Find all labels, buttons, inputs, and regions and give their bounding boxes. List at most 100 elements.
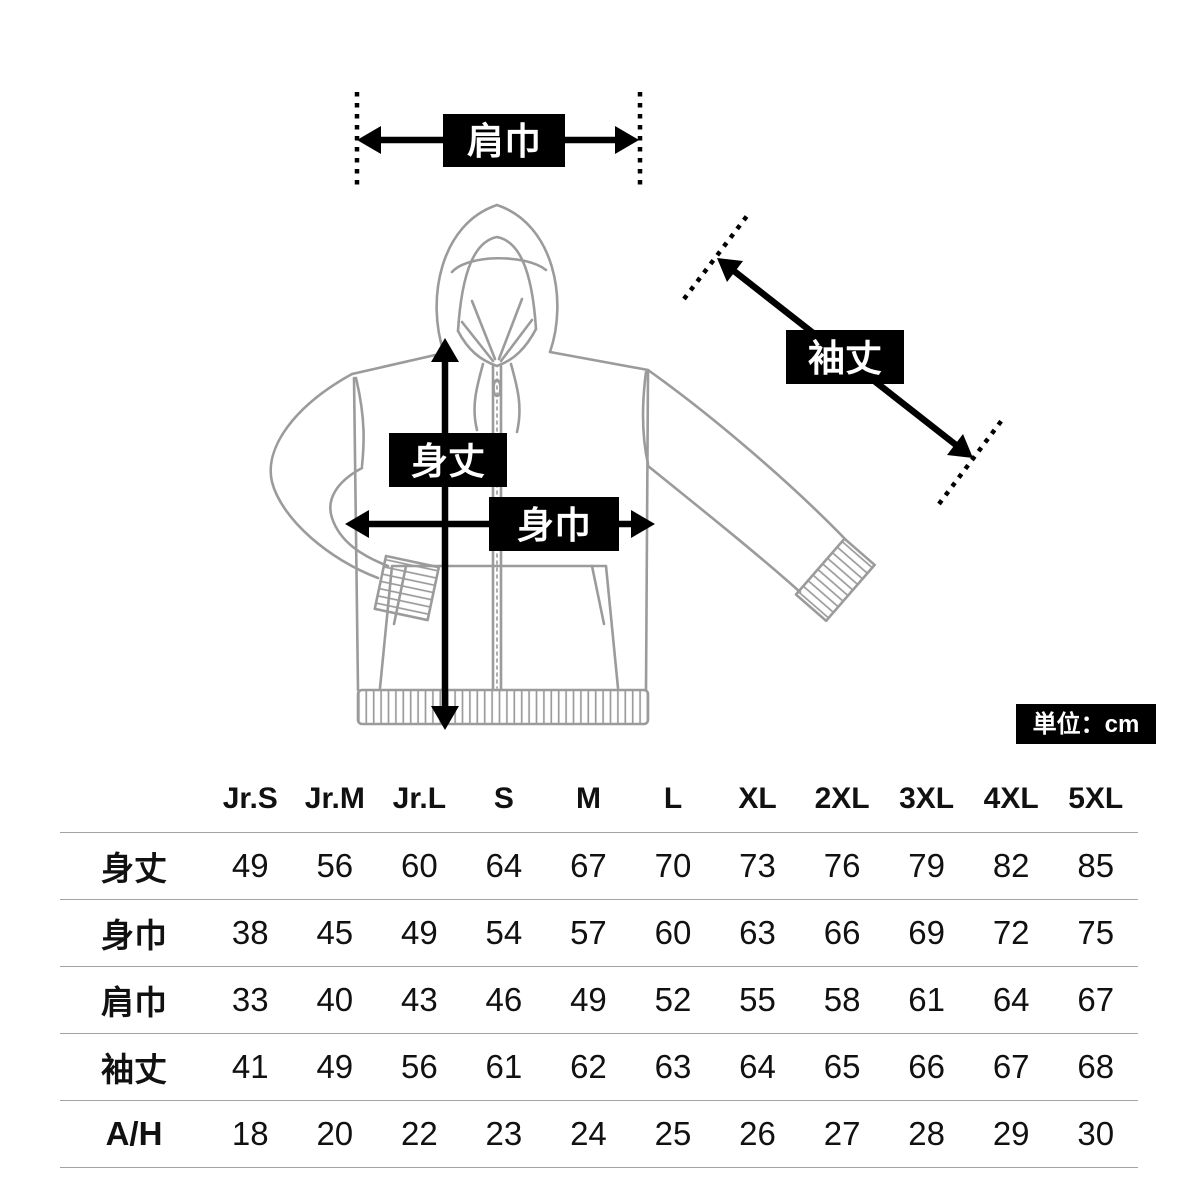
right-cuff-ribbing [794, 537, 876, 623]
row-label: 肩巾 [101, 984, 167, 1021]
body-sides [352, 370, 650, 692]
table-cell: 67 [992, 1048, 1030, 1085]
table-cell: 60 [400, 847, 438, 884]
table-cell: 63 [739, 914, 776, 951]
sleeve-length-label: 袖丈 [808, 338, 882, 379]
table-cell: 56 [400, 1048, 438, 1085]
drawcords [473, 362, 521, 434]
hood-outline [435, 203, 559, 355]
hood-folds [460, 297, 534, 363]
body-length-measure [431, 338, 459, 730]
table-cell: 58 [823, 981, 861, 1018]
shoulder-seams [350, 350, 650, 376]
table-cell: 49 [231, 847, 269, 884]
body-width-label: 身巾 [517, 505, 591, 546]
column-header: Jr.S [222, 782, 278, 815]
table-cell: 82 [992, 847, 1030, 884]
table-cell: 49 [316, 1048, 354, 1085]
column-header: XL [738, 782, 777, 815]
table-cell: 64 [739, 1048, 776, 1085]
hoodie-line-art [269, 203, 876, 726]
arrow-head-left [357, 126, 381, 154]
table-cell: 67 [570, 847, 607, 884]
shoulder-width-label: 肩巾 [467, 120, 541, 162]
sleeve-length-label-box [786, 330, 904, 384]
table-cell: 49 [570, 981, 607, 1018]
arrow-head-right [631, 510, 655, 538]
table-cell: 54 [485, 914, 523, 951]
arrow-head-left [345, 510, 369, 538]
table-cell: 66 [908, 1048, 945, 1085]
table-cell: 79 [908, 847, 945, 884]
hood-opening [456, 235, 538, 333]
table-row: 肩巾 33 40 43 46 49 52 55 58 61 64 67 [60, 966, 1138, 1033]
table-cell: 69 [908, 914, 945, 951]
left-sleeve [269, 372, 390, 580]
arrow-head-top [431, 338, 459, 362]
table-cell: 61 [908, 981, 945, 1018]
table-cell: 27 [823, 1115, 861, 1152]
arrow-head-start [717, 258, 743, 282]
table-cell: 56 [316, 847, 354, 884]
table-cell: 26 [739, 1115, 776, 1152]
table-cell: 64 [992, 981, 1030, 1018]
column-header: 4XL [983, 782, 1039, 815]
column-header: L [663, 782, 683, 815]
column-header: Jr.M [304, 782, 365, 815]
table-cell: 72 [992, 914, 1030, 951]
table-cell: 76 [823, 847, 861, 884]
table-cell: 75 [1077, 914, 1115, 951]
body-length-label-box [389, 433, 507, 487]
hem-ribbing [356, 688, 650, 726]
body-width-label-box [489, 497, 619, 551]
table-cell: 68 [1077, 1048, 1115, 1085]
table-cell: 61 [485, 1048, 523, 1085]
table-cell: 49 [400, 914, 438, 951]
table-cell: 33 [231, 981, 269, 1018]
table-cell: 65 [823, 1048, 861, 1085]
table-cell: 23 [485, 1115, 523, 1152]
table-cell: 70 [654, 847, 692, 884]
column-header: 2XL [814, 782, 870, 815]
table-row: 身丈 49 56 60 64 67 70 73 76 79 82 85 [60, 832, 1138, 899]
table-cell: 18 [231, 1115, 269, 1152]
measure-labels: 肩巾 袖丈 身丈 身巾 単位：cm [389, 114, 1156, 744]
hood-drape [456, 327, 538, 368]
measurement-annotations [345, 92, 1007, 730]
zipper-pull [492, 378, 502, 398]
guide-dotted-bottom [937, 414, 1007, 506]
table-cell: 40 [316, 981, 354, 1018]
row-label: 身丈 [101, 850, 167, 887]
table-cell: 63 [654, 1048, 692, 1085]
table-cell: 52 [654, 981, 692, 1018]
table-cell: 57 [570, 914, 607, 951]
table-cell: 67 [1077, 981, 1115, 1018]
table-cell: 66 [823, 914, 861, 951]
size-chart-table: Jr.S Jr.M Jr.L S M L XL 2XL 3XL 4XL 5XL … [60, 766, 1138, 1168]
table-cell: 38 [231, 914, 269, 951]
unit-label: 単位：cm [1033, 710, 1140, 738]
table-cell: 55 [739, 981, 776, 1018]
table-cell: 60 [654, 914, 692, 951]
table-cell: 64 [485, 847, 523, 884]
table-cell: 28 [908, 1115, 945, 1152]
column-header: Jr.L [392, 782, 447, 815]
table-cell: 62 [570, 1048, 607, 1085]
table-cell: 29 [992, 1115, 1030, 1152]
right-cuff [794, 537, 876, 623]
column-header: S [493, 782, 514, 815]
table-cell: 43 [400, 981, 438, 1018]
guide-dotted-top [682, 210, 752, 301]
table-cell: 46 [485, 981, 523, 1018]
right-sleeve [646, 368, 848, 594]
table-row: 身巾 38 45 49 54 57 60 63 66 69 72 75 [60, 899, 1138, 966]
column-header: M [575, 782, 601, 815]
row-label: 袖丈 [101, 1051, 167, 1088]
table-row: 袖丈 41 49 56 61 62 63 64 65 66 67 68 [60, 1033, 1138, 1100]
size-chart-header-row: Jr.S Jr.M Jr.L S M L XL 2XL 3XL 4XL 5XL [60, 766, 1138, 832]
hood-seam [450, 256, 548, 274]
column-header: 3XL [899, 782, 955, 815]
table-cell: 25 [654, 1115, 692, 1152]
size-diagram: 肩巾 袖丈 身丈 身巾 単位：cm [269, 92, 1156, 744]
left-cuff-ribbing [373, 554, 441, 622]
